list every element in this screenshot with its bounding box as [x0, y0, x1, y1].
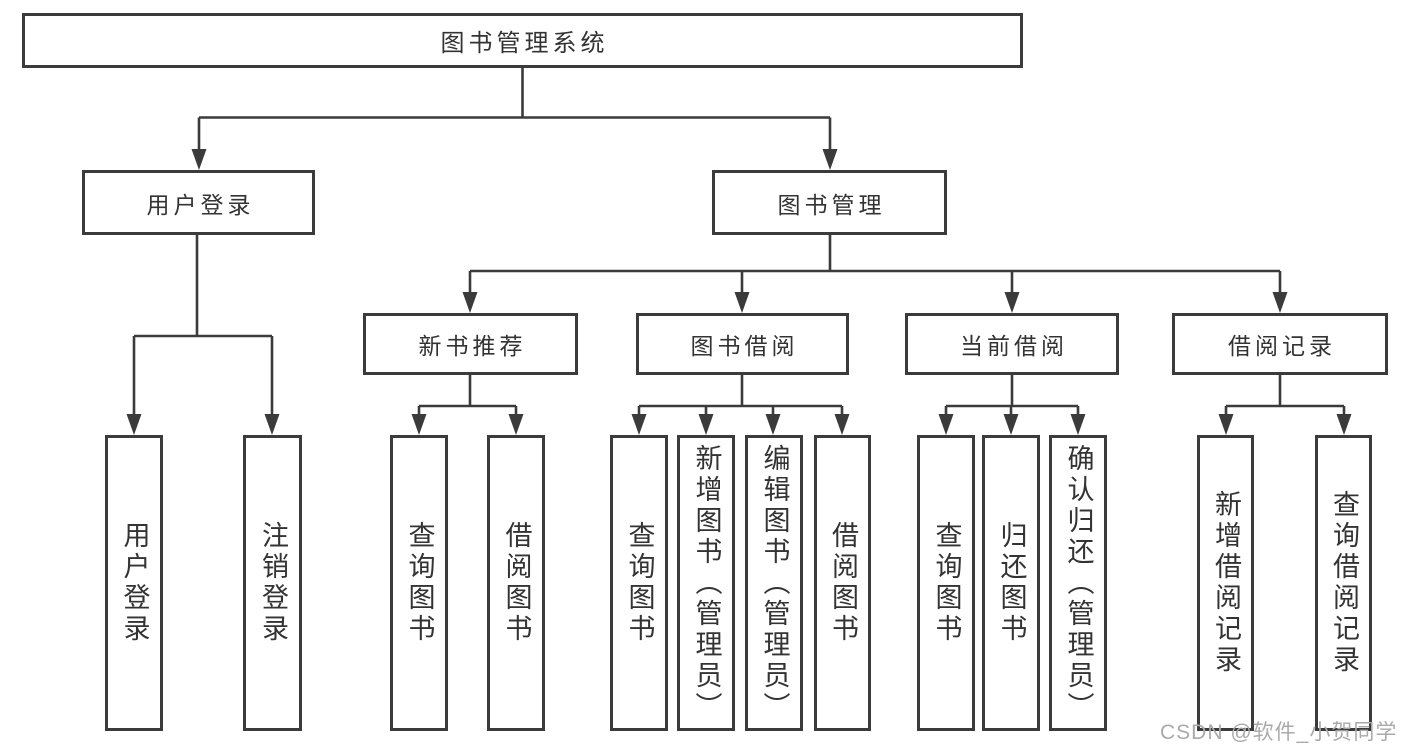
node-user-login-branch-label: 用户登录 — [146, 191, 255, 218]
leaf-borrow-books: 借阅图书 — [814, 435, 871, 731]
node-borrow-record: 借阅记录 — [1172, 313, 1388, 375]
leaf-borrow-query-books-label: 查询图书 — [624, 521, 655, 645]
node-root-label: 图书管理系统 — [440, 30, 609, 57]
leaf-borrow-query-books: 查询图书 — [610, 435, 668, 731]
leaf-add-books-admin-label: 新增图书（管理员） — [691, 443, 722, 723]
node-book-borrow: 图书借阅 — [636, 313, 849, 375]
node-new-book-recommend-label: 新书推荐 — [418, 333, 527, 359]
node-book-borrow-label: 图书借阅 — [690, 333, 799, 359]
leaf-add-books-admin: 新增图书（管理员） — [677, 435, 735, 731]
leaf-query-borrow-record: 查询借阅记录 — [1315, 435, 1372, 731]
leaf-newbook-borrow-books: 借阅图书 — [487, 435, 545, 731]
leaf-return-books-label: 归还图书 — [996, 521, 1027, 645]
node-user-login-branch: 用户登录 — [82, 170, 315, 235]
node-book-management-branch-label: 图书管理 — [777, 191, 886, 218]
leaf-user-login: 用户登录 — [105, 435, 163, 731]
node-current-borrow: 当前借阅 — [905, 313, 1119, 375]
leaf-confirm-return-admin: 确认归还（管理员） — [1049, 435, 1107, 731]
leaf-logout: 注销登录 — [243, 435, 302, 731]
node-current-borrow-label: 当前借阅 — [960, 333, 1068, 359]
leaf-add-borrow-record-label: 新增借阅记录 — [1211, 490, 1241, 676]
leaf-edit-books-admin-label: 编辑图书（管理员） — [759, 443, 790, 723]
leaf-query-borrow-record-label: 查询借阅记录 — [1329, 490, 1359, 676]
leaf-newbook-query-books: 查询图书 — [390, 435, 448, 731]
node-book-management-branch: 图书管理 — [712, 170, 947, 235]
leaf-edit-books-admin: 编辑图书（管理员） — [745, 435, 803, 731]
node-new-book-recommend: 新书推荐 — [363, 313, 578, 375]
leaf-current-query-books-label: 查询图书 — [931, 521, 962, 645]
csdn-watermark: CSDN @软件_小贺同学 — [1160, 721, 1398, 744]
leaf-borrow-books-label: 借阅图书 — [828, 521, 858, 645]
leaf-return-books: 归还图书 — [982, 435, 1040, 731]
node-root-system: 图书管理系统 — [22, 13, 1023, 68]
leaf-current-query-books: 查询图书 — [917, 435, 975, 731]
leaf-logout-label: 注销登录 — [258, 521, 288, 645]
leaf-user-login-label: 用户登录 — [119, 521, 150, 645]
leaf-add-borrow-record: 新增借阅记录 — [1197, 435, 1254, 731]
node-borrow-record-label: 借阅记录 — [1228, 333, 1336, 359]
leaf-newbook-query-books-label: 查询图书 — [404, 521, 435, 645]
leaf-newbook-borrow-books-label: 借阅图书 — [501, 521, 532, 645]
leaf-confirm-return-admin-label: 确认归还（管理员） — [1063, 443, 1094, 723]
